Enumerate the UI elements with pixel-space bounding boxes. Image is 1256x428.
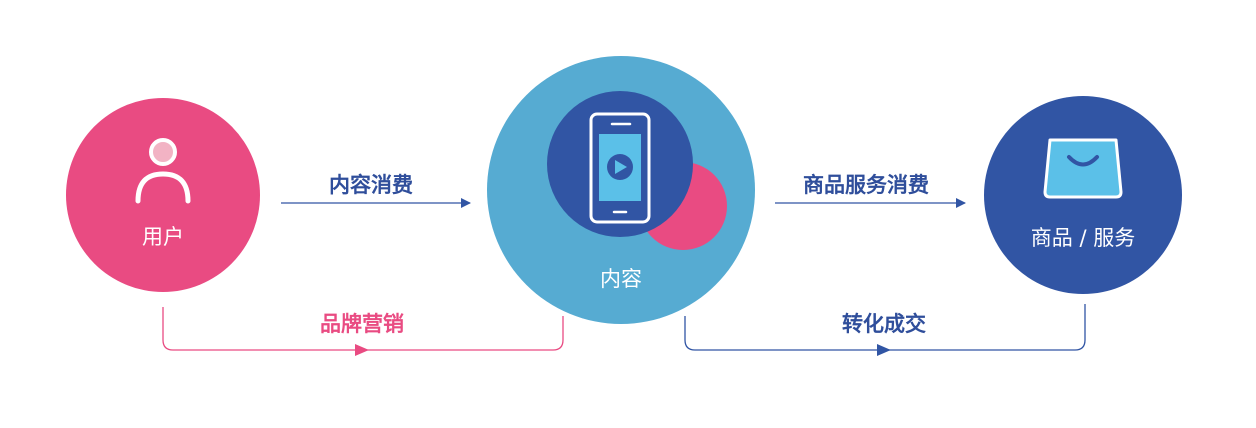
brand-marketing-label: 品牌营销 [320, 312, 404, 336]
goods-service-label: 商品 / 服务 [1030, 226, 1136, 250]
goods-consumption-label: 商品服务消费 [803, 173, 929, 197]
user-node [66, 98, 260, 292]
phone-video-icon [589, 112, 651, 224]
user-label: 用户 [142, 225, 184, 249]
content-consumption-label: 内容消费 [329, 173, 413, 197]
content-label: 内容 [600, 267, 642, 291]
conversion-arrowhead [877, 344, 891, 356]
brand-marketing-arrowhead [355, 344, 369, 356]
conversion-label: 转化成交 [842, 312, 926, 336]
shopping-bag-icon [1043, 138, 1123, 199]
user-icon [135, 138, 191, 204]
